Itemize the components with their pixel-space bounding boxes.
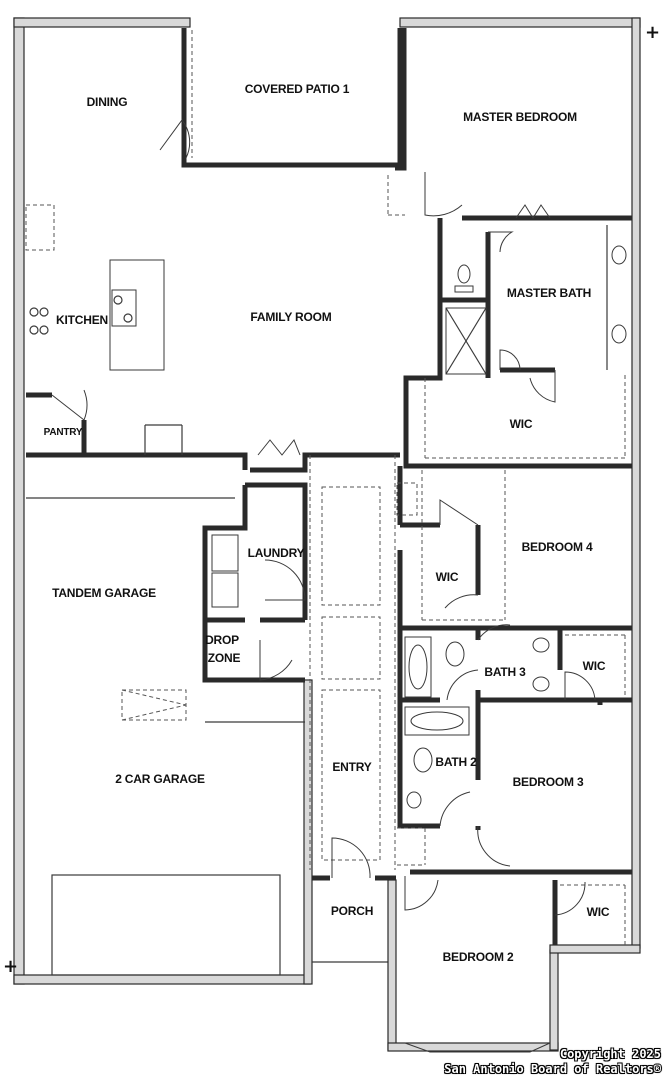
room-labels: DINING COVERED PATIO 1 MASTER BEDROOM MA… — [44, 82, 610, 964]
copyright-line-2: San Antonio Board of Realtors® — [444, 1062, 661, 1076]
label-bedroom-4: BEDROOM 4 — [522, 540, 593, 554]
label-wic-bedroom-4: WIC — [436, 570, 459, 584]
copyright-line-1: Copyright 2025 — [559, 1047, 661, 1061]
label-wic-master: WIC — [510, 417, 533, 431]
label-bedroom-2: BEDROOM 2 — [443, 950, 514, 964]
label-bedroom-3: BEDROOM 3 — [513, 775, 584, 789]
label-family-room: FAMILY ROOM — [250, 310, 331, 324]
label-two-car-garage: 2 CAR GARAGE — [115, 772, 205, 786]
plus-mark-bottom-left: + — [3, 956, 19, 977]
plus-mark-top-right: + — [645, 22, 661, 43]
hallway-guides — [25, 175, 418, 870]
label-wic-bedroom-2: WIC — [587, 905, 610, 919]
copyright-watermark: Copyright 2025 San Antonio Board of Real… — [444, 1047, 661, 1077]
label-pantry: PANTRY — [44, 427, 83, 438]
label-drop-zone-2: ZONE — [208, 651, 241, 665]
exterior-walls — [13, 17, 641, 1052]
label-tandem-garage: TANDEM GARAGE — [52, 586, 156, 600]
label-bath-3: BATH 3 — [484, 665, 526, 679]
label-master-bath: MASTER BATH — [507, 286, 591, 300]
label-bath-2: BATH 2 — [435, 755, 477, 769]
label-porch: PORCH — [331, 904, 373, 918]
label-master-bedroom: MASTER BEDROOM — [463, 110, 577, 124]
interior-walls — [26, 28, 632, 945]
fixtures — [29, 245, 627, 976]
label-drop-zone-1: DROP — [205, 633, 239, 647]
label-wic-bath-3: WIC — [583, 659, 606, 673]
door-swings — [51, 119, 596, 1053]
label-entry: ENTRY — [332, 760, 371, 774]
label-dining: DINING — [87, 95, 128, 109]
label-kitchen: KITCHEN — [56, 313, 108, 327]
label-laundry: LAUNDRY — [248, 546, 305, 560]
label-covered-patio: COVERED PATIO 1 — [245, 82, 350, 96]
